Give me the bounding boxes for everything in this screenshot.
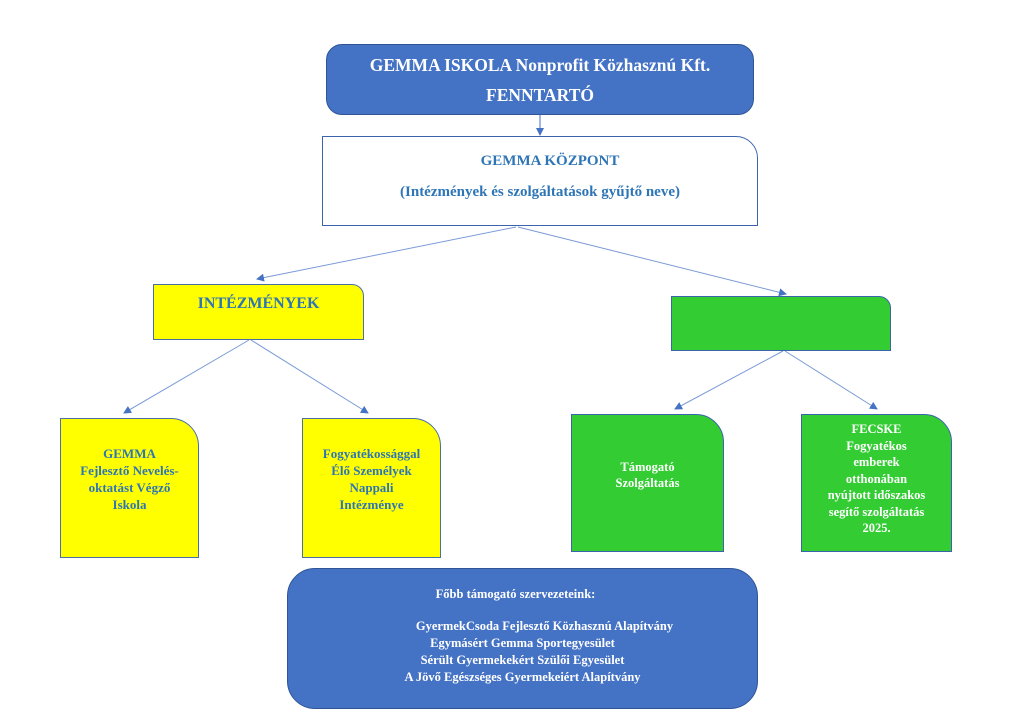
connector-institutions-to-day-care — [250, 339, 369, 414]
connector-services-to-support-service — [674, 350, 784, 410]
center-box: GEMMA KÖZPONT (Intézmények és szolgáltat… — [322, 136, 758, 226]
school-line: GEMMA — [103, 446, 156, 461]
supporters-box: Főbb támogató szervezeteink: GyermekCsod… — [287, 568, 758, 709]
day-care-line: Fogyatékossággal — [322, 446, 421, 461]
center-subtitle: (Intézmények és szolgáltatások gyűjtő ne… — [400, 184, 680, 200]
day-care-line: Intézménye — [339, 497, 404, 512]
support-service-box: Támogató Szolgáltatás — [571, 414, 724, 552]
supporter-org: Sérült Gyermekekért Szülői Egyesület — [420, 653, 625, 667]
services-box — [671, 296, 891, 351]
fecske-line: otthonában — [845, 471, 908, 486]
day-care-line: Nappali — [349, 480, 394, 495]
fecske-line: emberek — [853, 455, 900, 469]
connector-center-to-services — [517, 226, 787, 297]
fecske-box: FECSKE Fogyatékos emberek otthonában nyú… — [801, 414, 952, 552]
connector-center-to-institutions — [256, 226, 517, 282]
institutions-box: INTÉZMÉNYEK — [153, 284, 364, 340]
fecske-line: Fogyatékos — [846, 438, 907, 453]
supporter-org: A Jövő Egészséges Gyermekeiért Alapítván… — [404, 670, 641, 684]
school-line: Iskola — [112, 497, 147, 512]
fecske-line: nyújtott időszakos — [827, 488, 926, 502]
supporter-org: Egymásért Gemma Sportegyesület — [430, 636, 615, 650]
support-service-line: Támogató — [620, 459, 675, 474]
support-service-line: Szolgáltatás — [615, 476, 680, 490]
day-care-box: Fogyatékossággal Élő Személyek Nappali I… — [302, 418, 441, 558]
fecske-line: FECSKE — [851, 422, 902, 436]
day-care-line: Élő Személyek — [331, 463, 412, 478]
institutions-title: INTÉZMÉNYEK — [197, 295, 320, 312]
school-line: Fejlesztő Nevelés- — [80, 463, 179, 478]
maintainer-box: GEMMA ISKOLA Nonprofit Közhasznú Kft. FE… — [326, 44, 754, 115]
supporter-org: GyermekCsoda Fejlesztő Közhasznú Alapítv… — [415, 619, 674, 633]
maintainer-role: FENNTARTÓ — [486, 84, 594, 105]
connector-institutions-to-school — [123, 339, 250, 414]
fecske-line: segítő szolgáltatás — [828, 504, 925, 519]
fecske-line: 2025. — [862, 521, 891, 535]
supporters-title: Főbb támogató szervezeteink: — [435, 587, 596, 601]
center-title: GEMMA KÖZPONT — [480, 153, 620, 169]
connector-services-to-fecske — [784, 350, 878, 410]
school-box: GEMMA Fejlesztő Nevelés- oktatást Végző … — [60, 418, 199, 558]
maintainer-name: GEMMA ISKOLA Nonprofit Közhasznú Kft. — [369, 54, 711, 75]
school-line: oktatást Végző — [88, 480, 171, 495]
